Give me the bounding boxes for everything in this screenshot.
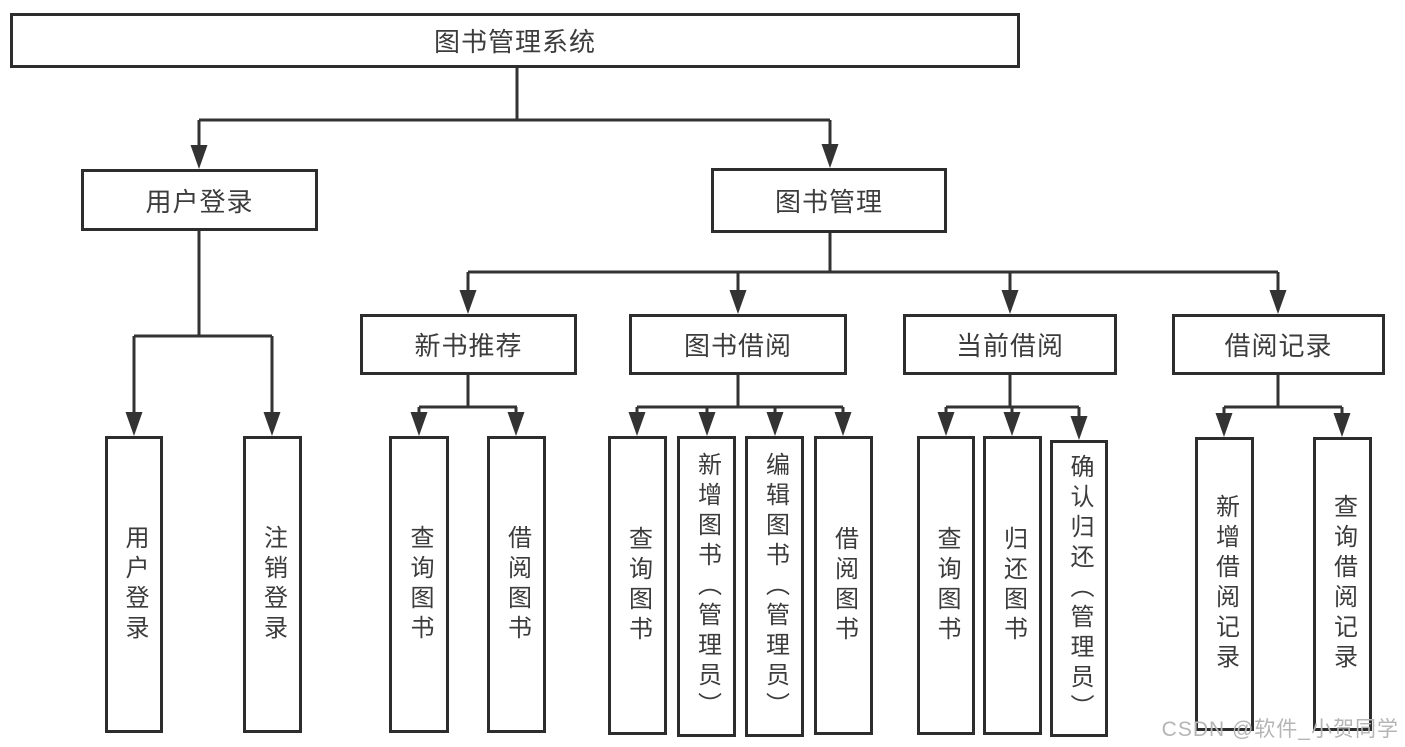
node-book-borrow: 图书借阅 (629, 314, 847, 375)
arrow-down-icon (263, 412, 281, 436)
leaf-query-books-recommend-label: 查询图书 (406, 524, 433, 645)
node-borrow-records-label: 借阅记录 (1224, 331, 1333, 361)
leaf-return-books: 归还图书 (983, 436, 1042, 735)
node-new-book-recommend: 新书推荐 (360, 314, 577, 375)
leaf-add-borrow-record: 新增借阅记录 (1195, 437, 1254, 731)
leaf-query-books-borrow: 查询图书 (608, 436, 667, 735)
arrow-down-icon (821, 144, 839, 168)
arrow-down-icon (628, 412, 646, 436)
arrow-down-icon (1001, 290, 1019, 314)
leaf-query-books-current: 查询图书 (917, 436, 975, 735)
arrow-down-icon (1333, 413, 1351, 437)
leaf-logout: 注销登录 (243, 436, 302, 733)
leaf-query-borrow-record-label: 查询借阅记录 (1329, 494, 1357, 674)
arrow-down-icon (1003, 412, 1021, 436)
node-current-borrow-label: 当前借阅 (955, 331, 1064, 361)
leaf-query-books-recommend: 查询图书 (389, 436, 449, 733)
node-new-book-recommend-label: 新书推荐 (414, 331, 523, 361)
arrow-down-icon (766, 412, 784, 436)
leaf-query-borrow-record: 查询借阅记录 (1313, 437, 1372, 731)
node-borrow-records: 借阅记录 (1172, 314, 1385, 375)
leaf-user-login-label: 用户登录 (121, 524, 148, 645)
arrow-down-icon (410, 412, 428, 436)
arrow-down-icon (1269, 290, 1287, 314)
leaf-query-books-borrow-label: 查询图书 (624, 525, 652, 646)
leaf-confirm-return-admin-label: 确认归还（管理员） (1066, 453, 1093, 724)
csdn-watermark: CSDN @软件_小贺同学 (1161, 718, 1399, 741)
leaf-add-borrow-record-label: 新增借阅记录 (1211, 494, 1239, 674)
arrow-down-icon (190, 145, 208, 169)
leaf-return-books-label: 归还图书 (999, 525, 1027, 646)
node-user-login: 用户登录 (81, 169, 318, 231)
arrow-down-icon (507, 412, 525, 436)
arrow-down-icon (834, 412, 852, 436)
leaf-borrow-books: 借阅图书 (814, 436, 873, 735)
leaf-add-book-admin: 新增图书（管理员） (677, 436, 736, 737)
arrow-down-icon (125, 412, 143, 436)
leaf-add-book-admin-label: 新增图书（管理员） (693, 451, 721, 722)
leaf-edit-book-admin-label: 编辑图书（管理员） (761, 451, 789, 722)
leaf-borrow-books-recommend: 借阅图书 (487, 436, 546, 733)
leaf-borrow-books-recommend-label: 借阅图书 (503, 524, 531, 645)
leaf-edit-book-admin: 编辑图书（管理员） (745, 436, 804, 737)
arrowhead-icons (125, 144, 1351, 440)
arrow-down-icon (729, 290, 747, 314)
arrow-down-icon (937, 412, 955, 436)
arrow-down-icon (459, 290, 477, 314)
node-library-management-system: 图书管理系统 (10, 13, 1020, 68)
arrow-down-icon (698, 412, 716, 436)
node-library-management-system-label: 图书管理系统 (433, 27, 596, 57)
leaf-confirm-return-admin: 确认归还（管理员） (1050, 440, 1108, 737)
node-current-borrow: 当前借阅 (903, 314, 1117, 375)
node-book-management: 图书管理 (711, 168, 947, 233)
node-book-management-label: 图书管理 (774, 187, 883, 217)
leaf-borrow-books-label: 借阅图书 (830, 525, 858, 646)
leaf-query-books-current-label: 查询图书 (933, 525, 960, 646)
arrow-down-icon (1215, 413, 1233, 437)
leaf-user-login: 用户登录 (105, 436, 163, 733)
node-user-login-label: 用户登录 (145, 186, 254, 217)
arrow-down-icon (1070, 416, 1088, 440)
leaf-logout-label: 注销登录 (259, 524, 287, 645)
node-book-borrow-label: 图书借阅 (683, 331, 792, 361)
